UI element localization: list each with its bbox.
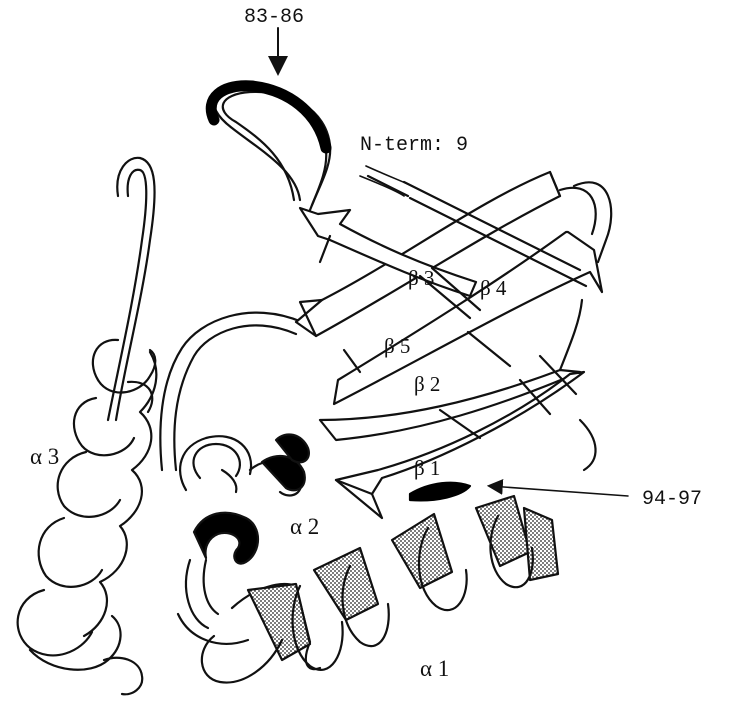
label-alpha-3: α 3 — [30, 444, 59, 470]
highlight-a2-low — [194, 513, 258, 564]
label-beta-3: β 3 — [408, 266, 434, 291]
label-beta-4: β 4 — [480, 276, 506, 301]
loop-83-86 — [211, 82, 330, 210]
label-beta-1: β 1 — [414, 456, 440, 481]
label-83-86: 83-86 — [244, 6, 304, 29]
highlight-94-97 — [410, 483, 470, 501]
helix-a3 — [18, 158, 157, 694]
arrow-94-97 — [490, 486, 628, 496]
label-94-97: 94-97 — [642, 488, 702, 511]
label-beta-2: β 2 — [414, 372, 440, 397]
strand-b1 — [336, 372, 584, 518]
label-alpha-1: α 1 — [420, 656, 449, 682]
label-n-term: N-term: 9 — [360, 134, 468, 157]
label-beta-5: β 5 — [384, 334, 410, 359]
n-term-tail — [366, 166, 412, 186]
label-alpha-2: α 2 — [290, 514, 319, 540]
